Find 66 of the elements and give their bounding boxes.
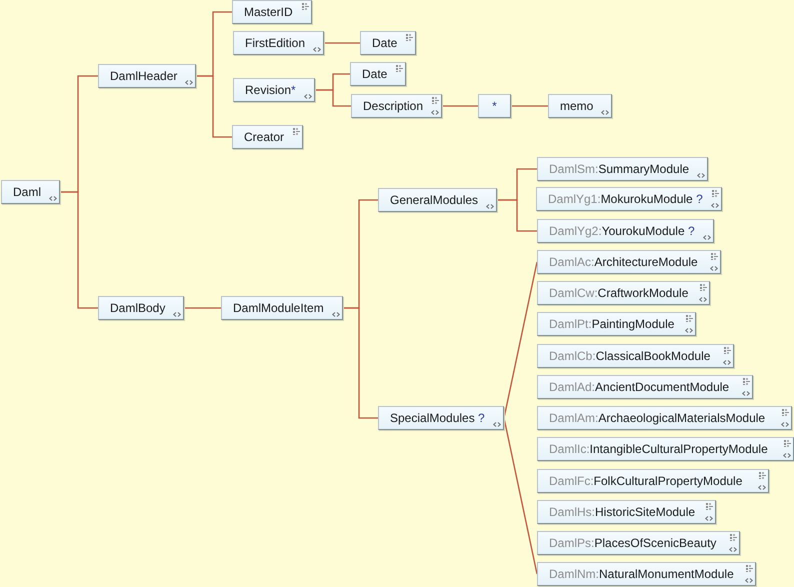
connector-line bbox=[442, 105, 478, 107]
schema-element-box bbox=[378, 188, 498, 212]
element-name: DamlCw:CraftworkModule bbox=[549, 286, 688, 300]
element-name: DamlPt:PaintingModule bbox=[549, 317, 674, 331]
element-name: DamlYg1:MokurokuModule ? bbox=[548, 192, 703, 206]
schema-element-box bbox=[350, 62, 406, 86]
connector-line bbox=[343, 307, 378, 419]
schema-element-box bbox=[221, 296, 343, 320]
schema-element-box bbox=[537, 219, 714, 243]
schema-element-box bbox=[233, 78, 315, 102]
element-name: DamlCb:ClassicalBookModule bbox=[549, 349, 710, 363]
schema-element-box bbox=[360, 31, 416, 55]
element-name: SpecialModules ? bbox=[390, 411, 485, 425]
schema-element-box bbox=[537, 500, 716, 524]
connector-line bbox=[184, 307, 221, 309]
element-name: DamlAc:ArchitectureModule bbox=[549, 255, 698, 269]
element-name: Description bbox=[363, 99, 424, 113]
schema-element-box bbox=[537, 375, 753, 399]
connector-line bbox=[511, 105, 548, 107]
sequence-box bbox=[478, 94, 511, 118]
schema-element-box bbox=[537, 437, 794, 461]
schema-element-box bbox=[537, 562, 756, 586]
schema-element-box bbox=[536, 187, 722, 211]
element-name: DamlIc:IntangibleCulturalPropertyModule bbox=[549, 442, 768, 456]
element-name: Date bbox=[372, 36, 398, 50]
schema-element-box bbox=[537, 469, 769, 493]
schema-element-box bbox=[537, 250, 721, 274]
schema-element-box bbox=[378, 406, 504, 430]
schema-element-box bbox=[537, 312, 696, 336]
element-name: DamlHs:HistoricSiteModule bbox=[549, 505, 696, 519]
element-name: DamlSm:SummaryModule bbox=[549, 162, 690, 176]
element-name: DamlHeader bbox=[110, 69, 178, 83]
schema-element-box bbox=[351, 94, 442, 118]
element-name: Creator bbox=[244, 130, 284, 144]
element-name: * bbox=[492, 99, 497, 113]
connector-line bbox=[324, 42, 360, 44]
element-name: Date bbox=[362, 67, 388, 81]
element-name: DamlFc:FolkCulturalPropertyModule bbox=[549, 474, 742, 488]
schema-element-box bbox=[98, 64, 196, 88]
schema-element-box bbox=[98, 296, 184, 320]
element-name: DamlYg2:YourokuModule ? bbox=[549, 224, 695, 238]
element-name: DamlNm:NaturalMonumentModule bbox=[549, 567, 734, 581]
connector-line bbox=[60, 191, 98, 309]
element-name: MasterID bbox=[244, 5, 293, 19]
schema-element-box bbox=[232, 125, 304, 149]
schema-element-box bbox=[537, 281, 710, 305]
element-name: FirstEdition bbox=[245, 36, 306, 50]
schema-element-box bbox=[537, 157, 708, 181]
schema-element-box bbox=[232, 0, 312, 24]
element-name: DamlPs:PlacesOfScenicBeauty bbox=[549, 536, 716, 550]
schema-element-box bbox=[537, 344, 734, 368]
schema-element-box bbox=[233, 31, 324, 55]
element-name: DamlModuleItem bbox=[233, 301, 324, 315]
element-name: DamlAm:ArchaeologicalMaterialsModule bbox=[549, 411, 766, 425]
element-name: memo bbox=[560, 99, 594, 113]
element-name: DamlAd:AncientDocumentModule bbox=[549, 380, 730, 394]
element-name: Daml bbox=[13, 185, 42, 199]
element-name: GeneralModules bbox=[390, 193, 478, 207]
connector-line bbox=[196, 75, 232, 138]
schema-element-box bbox=[537, 406, 792, 430]
schema-element-box bbox=[548, 94, 612, 118]
schema-element-box bbox=[537, 531, 740, 555]
connector-line bbox=[497, 199, 537, 232]
element-name: DamlBody bbox=[110, 301, 166, 315]
schema-element-box bbox=[1, 180, 60, 204]
element-name: Revision* bbox=[245, 83, 296, 97]
